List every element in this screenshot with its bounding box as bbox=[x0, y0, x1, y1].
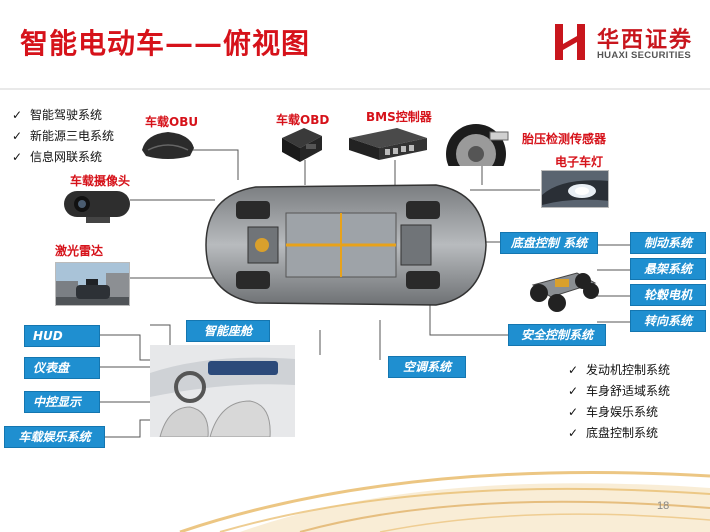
bms-controller-image bbox=[349, 128, 427, 160]
label-hud: HUD bbox=[24, 325, 100, 347]
list-item: ✓车身娱乐系统 bbox=[568, 402, 670, 423]
chassis-image bbox=[527, 255, 599, 317]
label-chassis-control: 底盘控制 系统 bbox=[500, 232, 598, 254]
label-camera: 车载摄像头 bbox=[70, 174, 131, 188]
check-icon: ✓ bbox=[568, 363, 579, 377]
camera-device-image bbox=[64, 191, 130, 223]
label-infotainment: 车载娱乐系统 bbox=[4, 426, 105, 448]
label-suspension-system: 悬架系统 bbox=[630, 258, 706, 280]
obd-device-image bbox=[282, 128, 322, 162]
list-item: ✓新能源三电系统 bbox=[12, 126, 114, 147]
label-smart-cockpit: 智能座舱 bbox=[186, 320, 270, 342]
label-steering-system: 转向系统 bbox=[630, 310, 706, 332]
check-icon: ✓ bbox=[12, 150, 23, 164]
logo-text-en: HUAXI SECURITIES bbox=[597, 50, 692, 61]
label-tpms: 胎压检测传感器 bbox=[522, 132, 607, 146]
label-headlight: 电子车灯 bbox=[555, 155, 604, 169]
label-dashboard: 仪表盘 bbox=[24, 357, 100, 379]
page-title: 智能电动车——俯视图 bbox=[20, 27, 311, 60]
label-brake-system: 制动系统 bbox=[630, 232, 706, 254]
check-icon: ✓ bbox=[12, 129, 23, 143]
check-icon: ✓ bbox=[12, 108, 23, 122]
decorative-wave-graphic bbox=[179, 470, 710, 532]
check-icon: ✓ bbox=[568, 426, 579, 440]
list-item: ✓发动机控制系统 bbox=[568, 360, 670, 381]
obu-device-image bbox=[142, 132, 194, 159]
car-top-view-image bbox=[196, 175, 492, 315]
list-item: ✓智能驾驶系统 bbox=[12, 105, 114, 126]
logo-text-cn: 华西证券 bbox=[597, 28, 694, 53]
lidar-image bbox=[55, 262, 130, 306]
label-obu: 车载OBU bbox=[145, 115, 199, 129]
list-item: ✓车身舒适域系统 bbox=[568, 381, 670, 402]
label-bms: BMS控制器 bbox=[366, 110, 432, 124]
label-obd: 车载OBD bbox=[276, 113, 330, 127]
check-icon: ✓ bbox=[568, 405, 579, 419]
list-item: ✓信息网联系统 bbox=[12, 147, 114, 168]
check-icon: ✓ bbox=[568, 384, 579, 398]
label-lidar: 激光雷达 bbox=[55, 244, 104, 258]
page-number: 18 bbox=[657, 500, 670, 512]
label-center-display: 中控显示 bbox=[24, 391, 100, 413]
systems-list-right: ✓发动机控制系统 ✓车身舒适域系统 ✓车身娱乐系统 ✓底盘控制系统 bbox=[568, 360, 670, 444]
list-item: ✓底盘控制系统 bbox=[568, 423, 670, 444]
label-hub-motor: 轮毂电机 bbox=[630, 284, 706, 306]
label-safety-control: 安全控制系统 bbox=[508, 324, 606, 346]
label-ac-system: 空调系统 bbox=[388, 356, 466, 378]
header-divider bbox=[0, 88, 710, 90]
headlight-image bbox=[541, 170, 609, 208]
cockpit-image bbox=[150, 345, 295, 437]
tire-sensor-image bbox=[446, 118, 516, 166]
systems-list-left: ✓智能驾驶系统 ✓新能源三电系统 ✓信息网联系统 bbox=[12, 105, 114, 168]
huaxi-logo-icon bbox=[555, 24, 585, 60]
